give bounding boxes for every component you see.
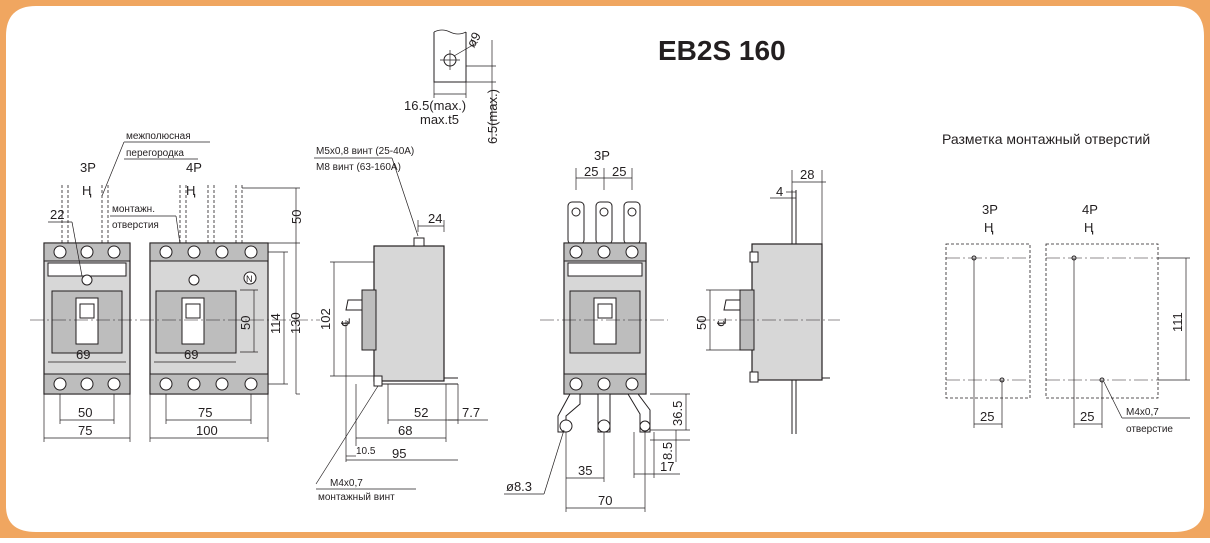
side-view: M5x0,8 винт (25-40A) M8 винт (63-160A) 2… [314,146,488,503]
dim-28: 28 [800,167,814,182]
model-title: EB2S 160 [658,35,786,66]
rear-label-3p: 3P [594,148,610,163]
rear-dim-50: 50 [694,316,709,330]
dim-50-top: 50 [289,210,304,224]
dim-50-3p: 50 [78,405,92,420]
mount-dim-25b: 25 [1080,409,1094,424]
mount-hole-2: отверстие [1126,424,1173,435]
dim-10-5: 10.5 [356,446,376,457]
front-label-4p: 4P [186,160,202,175]
mounting-heading: Разметка монтажный отверстий [942,131,1150,147]
mount-label-3p: 3P [982,202,998,217]
dim-17: 17 [660,459,674,474]
dim-102: 102 [318,308,333,330]
dim-52: 52 [414,405,428,420]
dim-75-3p: 75 [78,423,92,438]
dim-35: 35 [578,463,592,478]
dim-8-5: 8.5 [660,442,675,460]
mount-screw-1: M4x0,7 [330,478,363,489]
mount-dim-25a: 25 [980,409,994,424]
barrier-label-2: перегородка [126,148,184,159]
svg-text:Ң: Ң [186,183,196,198]
dim-75-4p: 75 [198,405,212,420]
rear-view: 3P 25 25 36.5 8.5 [504,148,690,512]
dim-24: 24 [428,211,442,226]
dim-7-7: 7.7 [462,405,480,420]
rear-side-view: 28 4 50 ℄ [694,167,840,434]
svg-text:℄: ℄ [715,318,729,327]
svg-text:Ң: Ң [82,183,92,198]
terminal-dia: ø9 [463,29,484,50]
dim-95: 95 [392,446,406,461]
terminal-thickness: max.t5 [420,112,459,127]
front-label-3p: 3P [80,160,96,175]
dim-36-5: 36.5 [670,401,685,426]
svg-text:Ң: Ң [984,220,994,235]
rear-dim-25b: 25 [612,164,626,179]
dim-114: 114 [268,313,283,334]
terminal-edge: 6.5(max.) [485,89,500,144]
dim-69-3p: 69 [76,347,90,362]
dim-50-mid: 50 [238,316,253,330]
dim-4: 4 [776,184,783,199]
terminal-width: 16.5(max.) [404,98,466,113]
mount-screw-2: монтажный винт [318,492,395,503]
svg-text:Ң: Ң [1084,220,1094,235]
mount-hole-label-2: отверстия [112,220,159,231]
dim-130: 130 [288,312,303,334]
mount-hole-1: M4x0,7 [1126,407,1159,418]
dim-69-4p: 69 [184,347,198,362]
terminal-detail: ø9 16.5(max.) max.t5 6.5(max.) [404,29,500,144]
rear-dim-25a: 25 [584,164,598,179]
dim-70: 70 [598,493,612,508]
barrier-label-1: межполюсная [126,131,191,142]
mounting-layout: Разметка монтажный отверстий 3P 4P Ң Ң 2… [942,131,1190,435]
mount-label-4p: 4P [1082,202,1098,217]
front-view: 3P 4P Ң Ң межполюсная перегородка монтаж… [30,131,320,442]
mount-hole-label-1: монтажн. [112,204,155,215]
dim-dia-8-3: ø8.3 [506,479,532,494]
svg-text:N: N [246,274,253,284]
screw-m5: M5x0,8 винт (25-40A) [316,146,414,157]
mount-dim-111: 111 [1170,312,1185,332]
screw-m8: M8 винт (63-160A) [316,162,401,173]
dim-100: 100 [196,423,218,438]
dim-22: 22 [50,207,64,222]
dim-68: 68 [398,423,412,438]
